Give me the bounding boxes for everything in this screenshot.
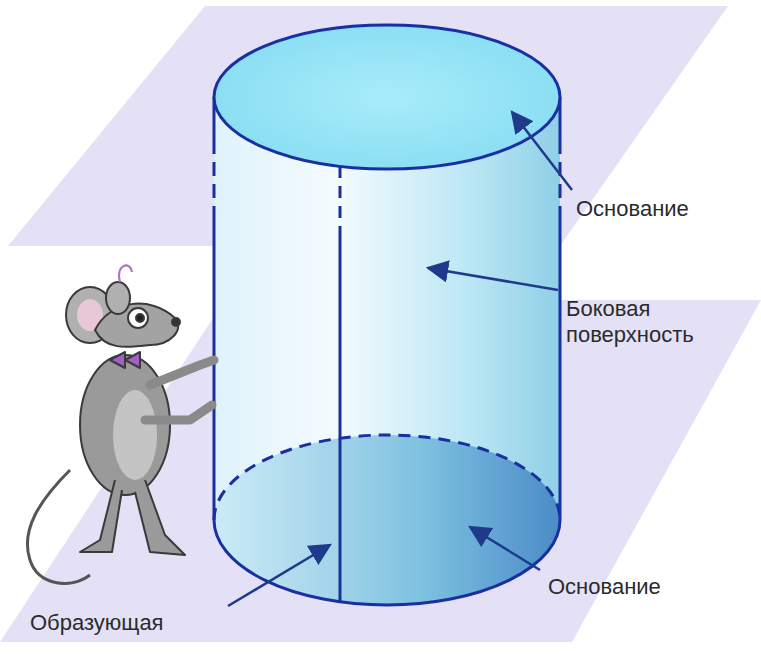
lateral-surface <box>214 97 560 605</box>
leader-arrow <box>228 545 330 606</box>
leader-arrow <box>470 527 540 570</box>
part-label: Основание <box>548 574 748 600</box>
leader-arrow <box>428 268 558 290</box>
part-label: Боковая поверхность <box>566 296 746 348</box>
side-edge <box>213 140 216 218</box>
generatrix-line <box>339 236 342 602</box>
top-base <box>214 25 560 169</box>
side-edge <box>559 140 562 218</box>
part-label: Образующая <box>30 610 250 636</box>
leader-arrow <box>512 112 572 190</box>
part-label: Основание <box>576 196 756 222</box>
bottom-back-edge <box>214 435 560 520</box>
rat-cartoon <box>27 265 214 583</box>
bottom-base <box>214 435 560 605</box>
generatrix-line <box>339 166 342 236</box>
bottom-front-edge <box>214 520 560 605</box>
side-edge <box>559 218 562 520</box>
side-edge <box>213 218 216 520</box>
